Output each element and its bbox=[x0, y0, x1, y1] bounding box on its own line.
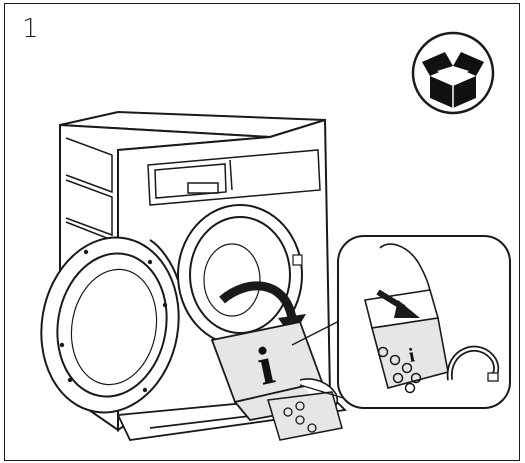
parts-bag-small bbox=[267, 391, 343, 441]
door-screws bbox=[59, 249, 168, 393]
open-box-icon bbox=[411, 31, 495, 115]
door-hinge bbox=[149, 239, 179, 281]
open-door bbox=[40, 236, 180, 414]
step-number: 1 bbox=[22, 14, 39, 44]
illustration-frame bbox=[4, 3, 520, 461]
detail-callout: i bbox=[337, 235, 511, 409]
ring-fittings bbox=[377, 346, 422, 394]
info-i-icon-small: i bbox=[407, 344, 417, 367]
callout-line-bottom bbox=[299, 384, 351, 401]
callout-line-top bbox=[291, 317, 346, 346]
straight-arrow-head bbox=[394, 300, 420, 318]
curved-arrow-icon bbox=[219, 281, 297, 320]
door-lock-slot bbox=[292, 254, 303, 266]
